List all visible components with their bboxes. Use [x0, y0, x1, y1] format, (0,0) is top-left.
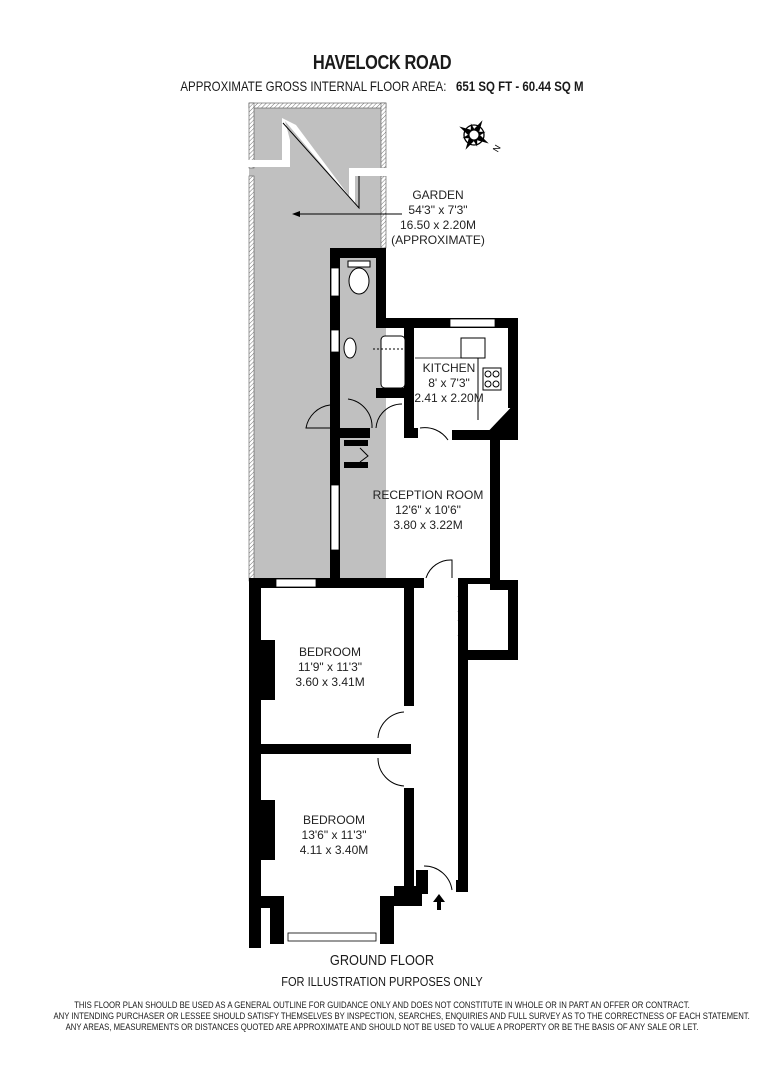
svg-text:BEDROOM: BEDROOM [299, 645, 361, 659]
toilet-cistern [347, 260, 371, 268]
svg-text:RECEPTION ROOM: RECEPTION ROOM [373, 488, 484, 502]
fixtures [343, 260, 502, 420]
hob-icon [482, 367, 502, 391]
svg-text:3.60 x 3.41M: 3.60 x 3.41M [295, 675, 364, 689]
room-label-bedroom-1: BEDROOM 11'9" x 11'3" 3.60 x 3.41M [295, 645, 364, 689]
kitchen-sink-icon [460, 337, 486, 359]
disclaimer: THIS FLOOR PLAN SHOULD BE USED AS A GENE… [53, 1000, 750, 1033]
walls [249, 248, 518, 948]
svg-text:4.11 x 3.40M: 4.11 x 3.40M [300, 843, 368, 857]
svg-text:12'6" x 10'6": 12'6" x 10'6" [395, 503, 461, 517]
room-label-kitchen: KITCHEN 8' x 7'3" 2.41 x 2.20M [414, 361, 483, 405]
svg-text:54'3" x 7'3": 54'3" x 7'3" [408, 203, 467, 217]
basin-icon [343, 337, 357, 359]
floor-name: GROUND FLOOR [329, 952, 435, 969]
svg-text:BEDROOM: BEDROOM [303, 813, 365, 827]
floor-area-value: 651 SQ FT - 60.44 SQ M [455, 78, 584, 94]
doors [305, 398, 467, 891]
svg-text:3.80 x 3.22M: 3.80 x 3.22M [393, 518, 462, 532]
svg-text:GARDEN: GARDEN [412, 188, 463, 202]
windows [275, 267, 496, 942]
disclaimer-line: THIS FLOOR PLAN SHOULD BE USED AS A GENE… [74, 1000, 690, 1010]
svg-text:11'9" x 11'3": 11'9" x 11'3" [298, 660, 362, 674]
north-label: N [491, 143, 503, 154]
room-label-garden: GARDEN 54'3" x 7'3" 16.50 x 2.20M (APPRO… [391, 188, 485, 247]
svg-text:(APPROXIMATE): (APPROXIMATE) [391, 233, 485, 247]
svg-text:16.50 x 2.20M: 16.50 x 2.20M [400, 218, 476, 232]
svg-text:KITCHEN: KITCHEN [423, 361, 476, 375]
compass-rose-icon [459, 120, 489, 150]
entrance-arrow-icon [433, 894, 445, 910]
svg-text:13'6" x 11'3": 13'6" x 11'3" [302, 828, 367, 842]
bath-icon [380, 335, 406, 389]
room-label-reception: RECEPTION ROOM 12'6" x 10'6" 3.80 x 3.22… [373, 488, 484, 532]
garden-area [240, 102, 402, 582]
property-title: HAVELOCK ROAD [312, 52, 452, 74]
svg-text:8' x 7'3": 8' x 7'3" [428, 376, 470, 390]
room-label-bedroom-2: BEDROOM 13'6" x 11'3" 4.11 x 3.40M [300, 813, 368, 857]
floor-area: APPROXIMATE GROSS INTERNAL FLOOR AREA: 6… [69, 78, 695, 94]
disclaimer-line: ANY INTENDING PURCHASER OR LESSEE SHOULD… [53, 1011, 750, 1021]
toilet-icon [348, 267, 370, 295]
floor-area-label: APPROXIMATE GROSS INTERNAL FLOOR AREA: [180, 78, 447, 94]
illustration-note: FOR ILLUSTRATION PURPOSES ONLY [281, 974, 483, 989]
svg-text:2.41 x 2.20M: 2.41 x 2.20M [414, 391, 483, 405]
disclaimer-line: ANY AREAS, MEASUREMENTS OR DISTANCES QUO… [65, 1022, 699, 1032]
